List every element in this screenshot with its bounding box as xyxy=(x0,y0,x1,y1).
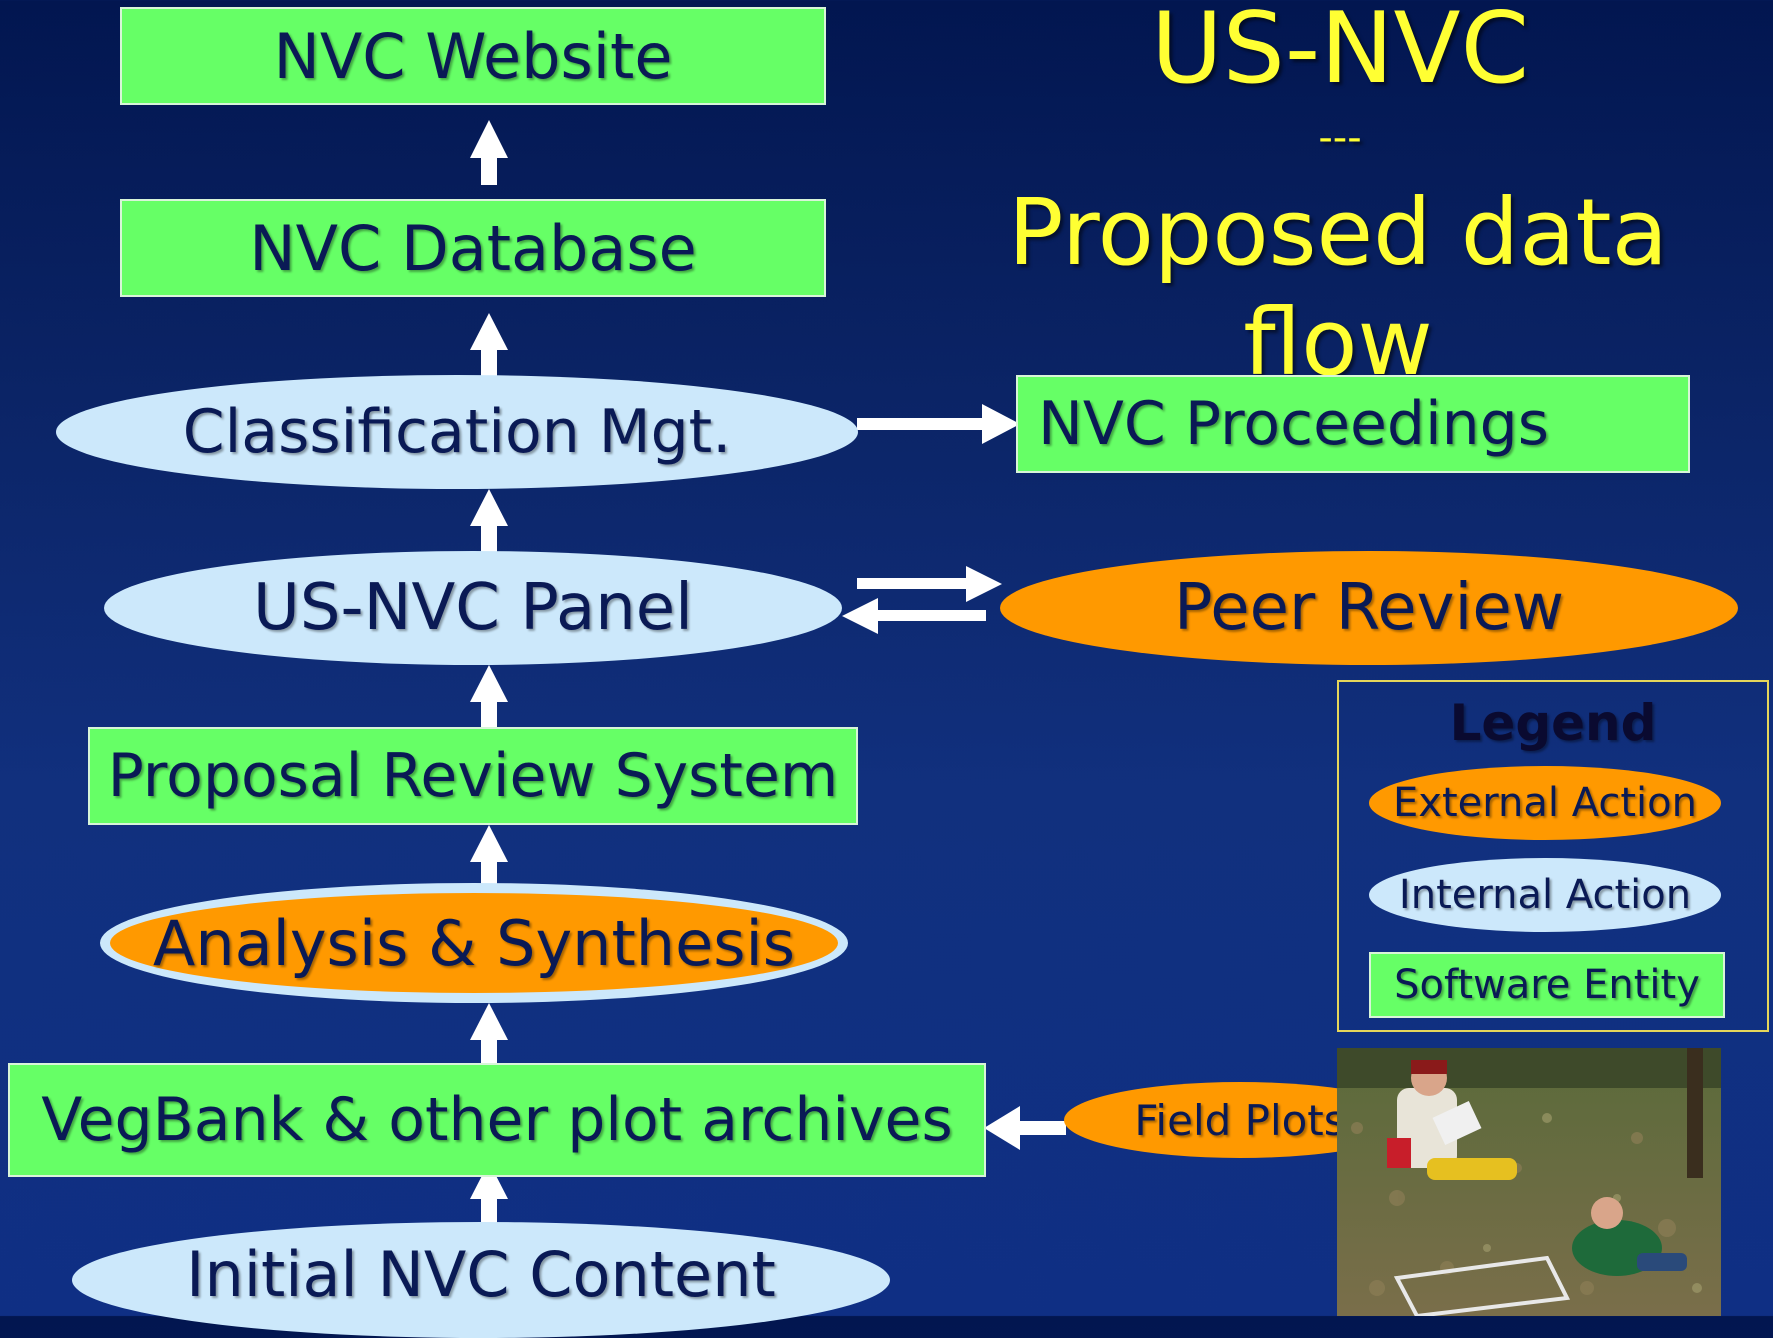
legend-software-entity: Software Entity xyxy=(1369,952,1725,1018)
nvc-proceedings-label: NVC Proceedings xyxy=(1038,389,1550,459)
us-nvc-panel-ellipse: US-NVC Panel xyxy=(104,551,842,665)
field-photo-illustration xyxy=(1337,1048,1721,1316)
arrow-initial-to-vegbank xyxy=(470,1162,508,1226)
nvc-database-label: NVC Database xyxy=(249,211,697,285)
us-nvc-panel-label: US-NVC Panel xyxy=(253,571,693,645)
title-line-1: US-NVC xyxy=(1150,0,1530,106)
vegbank-box: VegBank & other plot archives xyxy=(8,1063,986,1177)
title-separator: --- xyxy=(1318,115,1362,161)
arrow-panel-to-classification xyxy=(470,489,508,553)
legend-software-label: Software Entity xyxy=(1394,962,1700,1008)
legend-external-label: External Action xyxy=(1393,780,1697,826)
nvc-proceedings-box: NVC Proceedings xyxy=(1016,375,1690,473)
arrow-database-to-website xyxy=(470,120,508,185)
arrow-proposal-to-panel xyxy=(470,665,508,729)
field-plots-label: Field Plots xyxy=(1134,1095,1346,1145)
arrow-field-plots-to-vegbank xyxy=(984,1106,1066,1150)
classification-mgt-ellipse: Classification Mgt. xyxy=(56,375,858,489)
peer-review-ellipse: Peer Review xyxy=(1000,551,1738,665)
analysis-synthesis-label: Analysis & Synthesis xyxy=(152,906,796,980)
analysis-synthesis-ellipse: Analysis & Synthesis xyxy=(100,883,848,1003)
nvc-database-box: NVC Database xyxy=(120,199,826,297)
field-plots-photo xyxy=(1337,1048,1721,1316)
arrow-peer-review-to-panel xyxy=(842,598,986,634)
nvc-website-box: NVC Website xyxy=(120,7,826,105)
arrow-vegbank-to-analysis xyxy=(470,1003,508,1067)
nvc-website-label: NVC Website xyxy=(273,19,673,93)
initial-nvc-content-ellipse: Initial NVC Content xyxy=(72,1222,890,1338)
proposal-review-system-box: Proposal Review System xyxy=(88,727,858,825)
peer-review-label: Peer Review xyxy=(1173,571,1565,645)
arrow-classification-to-database xyxy=(470,313,508,377)
legend-external-action: External Action xyxy=(1369,766,1721,840)
vegbank-label: VegBank & other plot archives xyxy=(41,1085,953,1155)
arrow-analysis-to-proposal xyxy=(470,825,508,889)
legend-internal-action: Internal Action xyxy=(1369,858,1721,932)
proposal-review-system-label: Proposal Review System xyxy=(107,741,839,811)
legend-title: Legend xyxy=(1449,694,1657,752)
classification-mgt-label: Classification Mgt. xyxy=(182,397,732,467)
arrow-panel-to-peer-review xyxy=(857,566,1002,602)
arrow-classification-to-proceedings xyxy=(857,404,1020,444)
legend: Legend External Action Internal Action S… xyxy=(1337,680,1769,1032)
legend-internal-label: Internal Action xyxy=(1398,872,1692,918)
initial-nvc-content-label: Initial NVC Content xyxy=(186,1238,776,1311)
